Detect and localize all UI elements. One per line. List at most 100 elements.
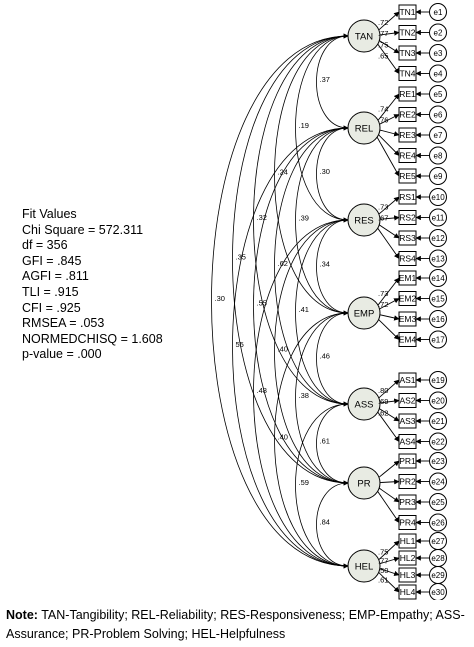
error-node — [429, 269, 447, 287]
footnote: Note: TAN-Tangibility; REL-Reliability; … — [6, 606, 468, 644]
error-label: e13 — [431, 255, 445, 264]
error-label: e24 — [431, 478, 445, 487]
error-label: e20 — [431, 397, 445, 406]
loading-path — [376, 196, 400, 217]
loading-value: .65 — [378, 52, 388, 61]
indicator-box — [398, 434, 417, 449]
correlation-arc — [232, 33, 349, 486]
indicator-box — [398, 494, 417, 510]
factor-label: ASS — [354, 400, 373, 411]
correlation-value: .19 — [299, 121, 309, 130]
indicator-box — [398, 86, 417, 102]
error-label: e4 — [434, 70, 443, 79]
error-node — [429, 44, 447, 62]
error-label: e26 — [431, 519, 445, 528]
indicator-label: EM2 — [399, 294, 417, 304]
loading-path — [376, 460, 400, 480]
indicator-label: AS3 — [399, 416, 415, 426]
loading-path — [376, 132, 400, 156]
error-node — [429, 85, 447, 103]
indicator-label: AS4 — [399, 437, 415, 447]
error-node — [429, 146, 447, 165]
indicator-label: HL4 — [400, 587, 416, 597]
indicator-label: HL2 — [400, 553, 416, 563]
factor-label: EMP — [354, 309, 375, 320]
error-node — [429, 229, 447, 247]
loading-path — [376, 479, 400, 485]
loading-value: .73 — [378, 289, 388, 298]
loading-value: .75 — [378, 547, 388, 556]
error-label: e28 — [431, 554, 445, 563]
loading-value: .50 — [378, 566, 388, 575]
correlation-value: .41 — [299, 305, 309, 314]
correlation-arc — [253, 33, 349, 407]
error-label: e19 — [431, 376, 445, 385]
fit-df: df = 356 — [22, 238, 68, 253]
loading-path — [376, 540, 400, 562]
correlation-arc — [316, 401, 349, 486]
correlation-arc — [274, 33, 349, 316]
loading-path — [376, 570, 400, 593]
correlation-arc — [316, 33, 349, 131]
error-label: e29 — [431, 571, 445, 580]
indicator-label: HL3 — [400, 570, 416, 580]
correlation-value: .34 — [320, 260, 330, 269]
loading-path — [376, 128, 400, 137]
factor-node — [347, 19, 381, 53]
loading-path — [376, 277, 400, 307]
cfa-path-diagram: .37.19.24.32.35.30.30.39.62.5555.34.41.4… — [211, 3, 447, 600]
loading-path — [376, 398, 400, 404]
indicator-box — [398, 270, 417, 286]
indicator-box — [398, 550, 417, 566]
indicator-box — [398, 210, 417, 225]
error-label: e5 — [434, 90, 443, 99]
indicator-label: EM1 — [399, 273, 417, 283]
loading-path — [376, 298, 400, 311]
error-node — [429, 412, 447, 430]
error-node — [429, 64, 447, 83]
correlation-value: .37 — [320, 75, 330, 84]
correlation-arc — [274, 125, 349, 407]
loading-value: .73 — [378, 202, 388, 211]
indicator-box — [398, 533, 417, 549]
factor-node — [347, 466, 381, 500]
correlation-arc — [253, 125, 349, 486]
correlation-arc — [274, 217, 349, 486]
indicator-label: EM4 — [399, 335, 417, 345]
correlation-value: .38 — [299, 391, 309, 400]
loading-path — [376, 486, 400, 503]
indicator-label: PR4 — [399, 518, 416, 528]
loading-path — [376, 114, 400, 126]
error-node — [429, 23, 447, 42]
correlation-arc — [211, 33, 349, 569]
error-label: e16 — [431, 315, 445, 324]
indicator-label: PR3 — [399, 497, 416, 507]
factor-label: REL — [355, 124, 373, 135]
loading-value: .61 — [378, 575, 388, 584]
indicator-label: TN3 — [399, 48, 415, 58]
correlation-arc — [316, 125, 349, 223]
correlation-value: .40 — [278, 345, 288, 354]
error-label: e9 — [434, 172, 443, 181]
correlation-value: .59 — [299, 478, 309, 487]
factor-label: RES — [354, 216, 374, 227]
correlation-value: .35 — [236, 253, 246, 262]
indicator-box — [398, 25, 417, 40]
error-node — [429, 330, 447, 349]
correlation-value: .40 — [278, 433, 288, 442]
fit-values-panel: Fit Values Chi Square = 572.311 df = 356… — [22, 207, 163, 363]
loading-path — [376, 215, 400, 221]
loading-paths — [376, 9, 430, 595]
indicator-box — [398, 168, 417, 184]
loading-value: .77 — [378, 29, 388, 38]
error-node — [429, 583, 447, 600]
error-node — [429, 167, 447, 185]
error-node — [429, 452, 447, 470]
correlation-arc — [316, 310, 349, 407]
fit-gfi: GFI = .845 — [22, 253, 82, 268]
correlation-value: .84 — [320, 518, 330, 527]
indicator-label: PR1 — [399, 456, 416, 466]
